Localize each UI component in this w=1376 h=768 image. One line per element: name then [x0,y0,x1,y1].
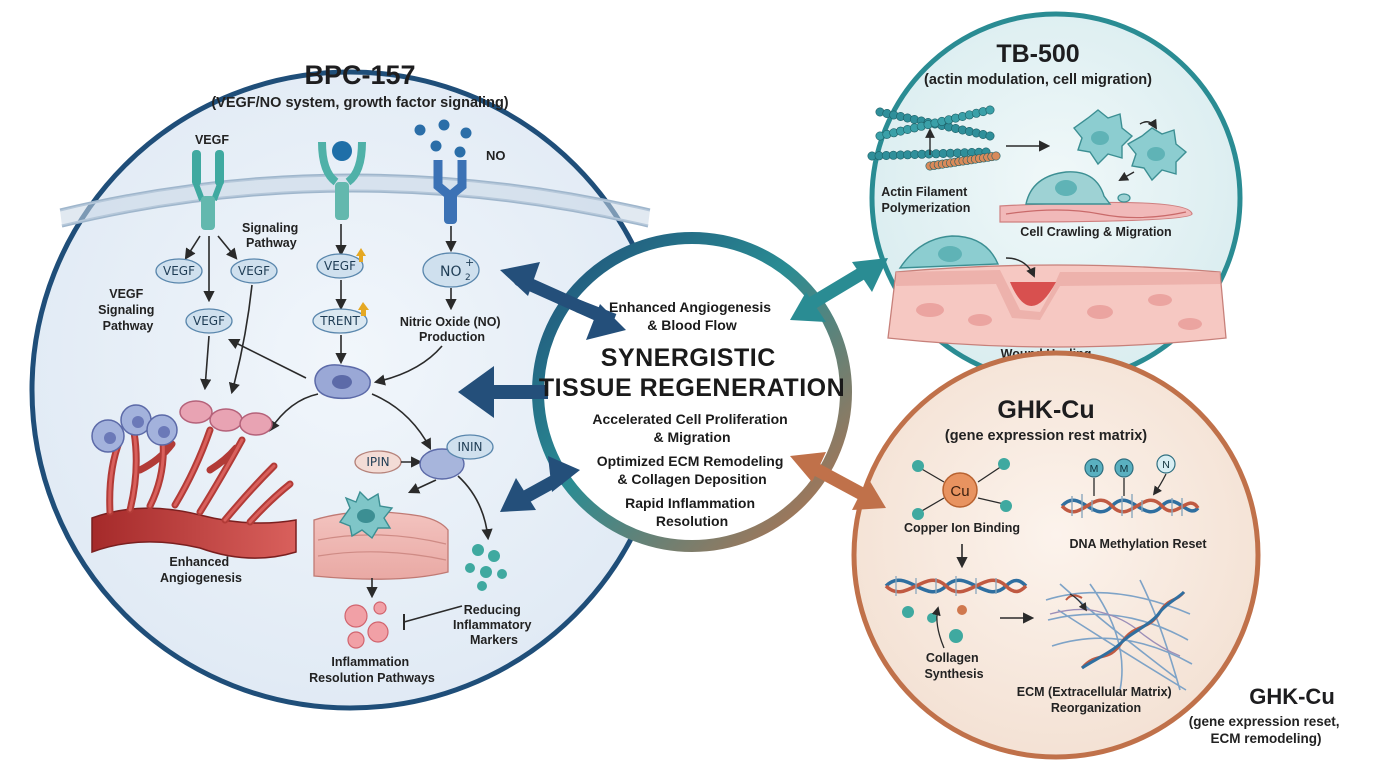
ecm-fibers-icon [1045,579,1193,691]
svg-text:TRENT: TRENT [319,314,360,328]
no2-pill: NO 2 + [422,252,480,288]
svg-text:NO: NO [440,264,462,280]
svg-text:VEGF: VEGF [163,264,195,278]
vegf-pill-4: VEGF [316,253,364,279]
center-title: SYNERGISTIC TISSUE REGENERATION [539,344,845,402]
bpc157-subtitle: (VEGF/NO system, growth factor signaling… [211,95,508,111]
center-ecm-text: Optimized ECM Remodeling & Collagen Depo… [597,453,788,487]
ghk-circle [851,350,1261,760]
svg-text:VEGF: VEGF [193,314,225,328]
vegf-pill-3: VEGF [185,308,233,334]
synergy-center: Enhanced Angiogenesis & Blood Flow SYNER… [458,232,888,552]
signaling-pathway-label: Signaling Pathway [242,221,302,250]
actin-polymerization-label: Actin Filament Polymerization [881,185,971,215]
ipin-pill: IPIN [354,450,402,474]
vegf-receptor-icon [192,150,224,230]
marker-particles-icon [465,544,507,591]
svg-text:Cu: Cu [950,483,969,500]
crawling-cell-icon [999,171,1193,223]
svg-text:IPIN: IPIN [366,455,389,469]
svg-text:+: + [465,256,474,269]
tissue-layer-icon [313,490,449,580]
svg-text:M: M [1120,463,1129,475]
actin-bead [985,131,995,141]
svg-text:M: M [1090,463,1099,475]
upregulation-arrow-icon [356,248,366,262]
svg-text:ININ: ININ [457,440,482,454]
copper-ion-icon: Cu [912,458,1012,520]
svg-text:2: 2 [465,273,471,283]
wound-healing-icon [887,235,1227,348]
upregulation-arrow-icon-2 [358,302,369,316]
actin-bead [991,151,1001,161]
ghk-panel: GHK-Cu (gene expression rest matrix) Cu … [851,350,1261,760]
center-inflammation-text: Rapid Inflammation Resolution [625,495,759,529]
ghk-note-text: (gene expression reset, ECM remodeling) [1189,714,1344,746]
collagen-helix-icon [884,576,1028,649]
no-label: NO [486,148,506,163]
inflammation-resolution-label: Inflammation Resolution Pathways [309,655,435,685]
center-proliferation-text: Accelerated Cell Proliferation & Migrati… [592,411,791,445]
tb500-subtitle: (actin modulation, cell migration) [924,72,1152,88]
nitric-oxide-label: Nitric Oxide (NO) Production [400,315,504,344]
vegf-signaling-pathway-label: VEGF Signaling Pathway [98,287,158,333]
vegf-receptor-label: VEGF [195,133,229,147]
center-angiogenesis-text: Enhanced Angiogenesis & Blood Flow [609,299,775,333]
bpc157-title: BPC-157 [304,60,415,90]
arrow-to-ghk [790,452,886,510]
inflammation-cells-icon [344,601,389,649]
reducing-markers-label: Reducing Inflammatory Markers [453,603,535,647]
ghk-title: GHK-Cu [997,396,1094,424]
copper-binding-label: Copper Ion Binding [904,521,1020,535]
dna-methylation-label: DNA Methylation Reset [1069,537,1207,551]
arrow-to-bpc-upper [500,262,626,340]
blood-vessel-icon [91,400,297,559]
growth-factor-receptor-icon [318,141,366,220]
enhanced-angiogenesis-label: Enhanced Angiogenesis [160,555,242,585]
arrow-to-tb500 [790,258,888,322]
central-cell-icon [314,364,371,400]
inin-cell: ININ [419,434,494,480]
actin-filament-icon [867,105,1001,171]
bpc157-panel: BPC-157 (VEGF/NO system, growth factor s… [29,60,671,711]
collagen-synthesis-label: Collagen Synthesis [924,651,983,681]
migrating-cell-icon [1072,109,1188,182]
svg-text:VEGF: VEGF [238,264,270,278]
svg-text:N: N [1162,459,1170,471]
tb500-panel: TB-500 (actin modulation, cell migration… [867,11,1243,385]
cell-crawling-label: Cell Crawling & Migration [1020,225,1171,239]
ghk-side-note: GHK-Cu (gene expression reset, ECM remod… [1189,684,1344,746]
no-receptor-icon [414,119,472,224]
ghk-subtitle: (gene expression rest matrix) [945,428,1147,444]
trent-pill: TRENT [312,308,368,334]
ghk-note-title: GHK-Cu [1249,684,1335,709]
arrow-to-bpc-lower [500,456,580,512]
tb500-title: TB-500 [996,40,1079,68]
dna-methylation-icon: M M N [1060,454,1200,518]
vegf-pill-1: VEGF [155,258,203,284]
actin-bead [985,105,995,115]
arrow-to-bpc-middle [458,366,548,418]
svg-text:VEGF: VEGF [324,259,356,273]
ecm-reorganization-label: ECM (Extracellular Matrix) Reorganizatio… [1017,685,1175,715]
vegf-pill-2: VEGF [230,258,278,284]
